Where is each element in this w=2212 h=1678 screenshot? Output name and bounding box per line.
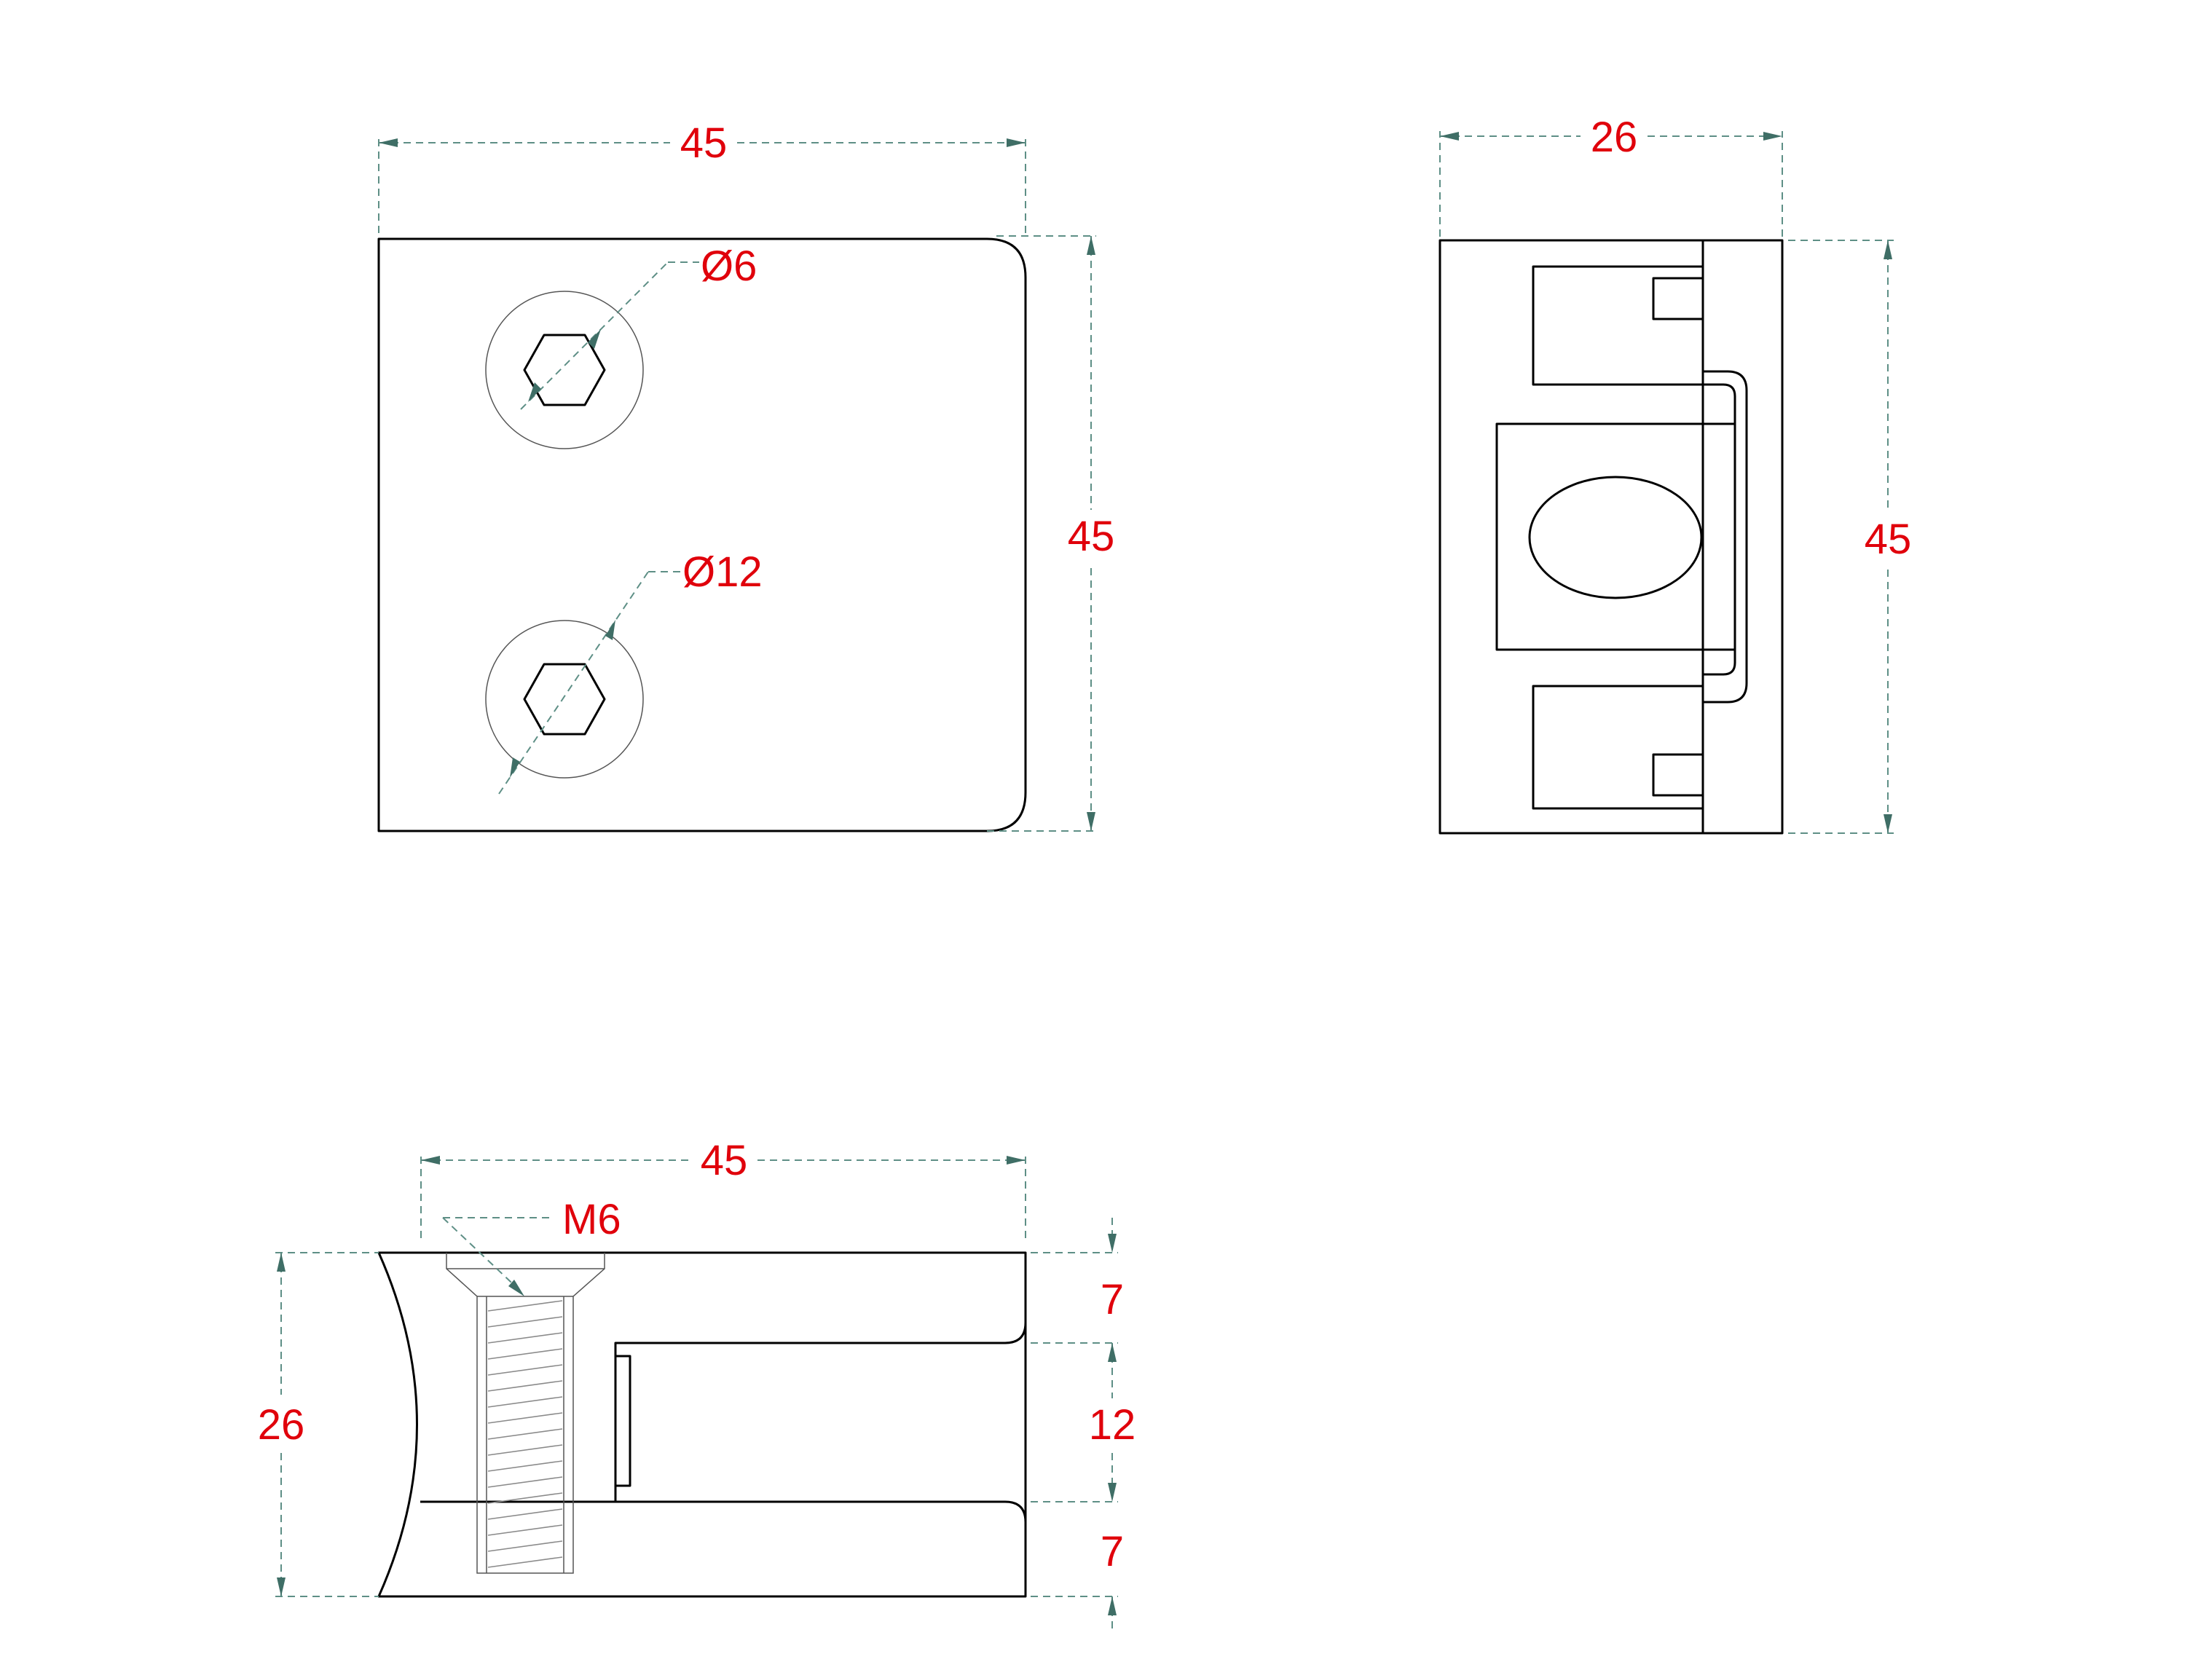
lower-pad bbox=[1652, 753, 1704, 797]
top-view: 45 45 Ø6 Ø12 bbox=[377, 119, 1115, 832]
side-view-step-contour bbox=[1703, 370, 1748, 704]
jaw-opening bbox=[614, 1322, 1027, 1523]
front-view-height-dim: 26 bbox=[258, 1401, 305, 1449]
front-view-outline bbox=[377, 1251, 1027, 1598]
side-view-width-dim: 26 bbox=[1591, 114, 1638, 161]
top-view-height-dim: 45 bbox=[1068, 513, 1115, 560]
small-hole-dim: Ø6 bbox=[701, 243, 757, 290]
side-view-height-dim: 45 bbox=[1865, 516, 1912, 563]
front-view: M6 45 26 7 12 7 bbox=[258, 1137, 1136, 1631]
front-view-width-dim: 45 bbox=[701, 1137, 748, 1184]
side-view-outline bbox=[1438, 239, 1784, 835]
bottom-jaw-dim: 7 bbox=[1101, 1528, 1124, 1575]
jaw-pad bbox=[614, 1355, 631, 1487]
lower-counterbore-circle bbox=[485, 620, 644, 779]
screw-thread-hatch bbox=[487, 1300, 563, 1568]
side-view: 26 45 bbox=[1438, 114, 1912, 835]
upper-counterbore-circle bbox=[485, 291, 644, 449]
gap-dim: 12 bbox=[1089, 1401, 1136, 1449]
top-view-outline bbox=[377, 237, 1027, 832]
oval-hole bbox=[1528, 476, 1703, 599]
top-jaw-dim: 7 bbox=[1101, 1276, 1124, 1323]
clamp-insert bbox=[1495, 422, 1736, 651]
thread-label: M6 bbox=[562, 1196, 621, 1243]
upper-pad bbox=[1652, 277, 1704, 320]
upper-hex-socket bbox=[523, 334, 606, 406]
top-view-width-dim: 45 bbox=[680, 119, 728, 167]
large-hole-dim: Ø12 bbox=[682, 548, 763, 596]
countersunk-screw bbox=[446, 1253, 605, 1574]
side-view-inner-left-contour bbox=[1532, 240, 1704, 833]
lower-hex-socket bbox=[523, 663, 606, 736]
